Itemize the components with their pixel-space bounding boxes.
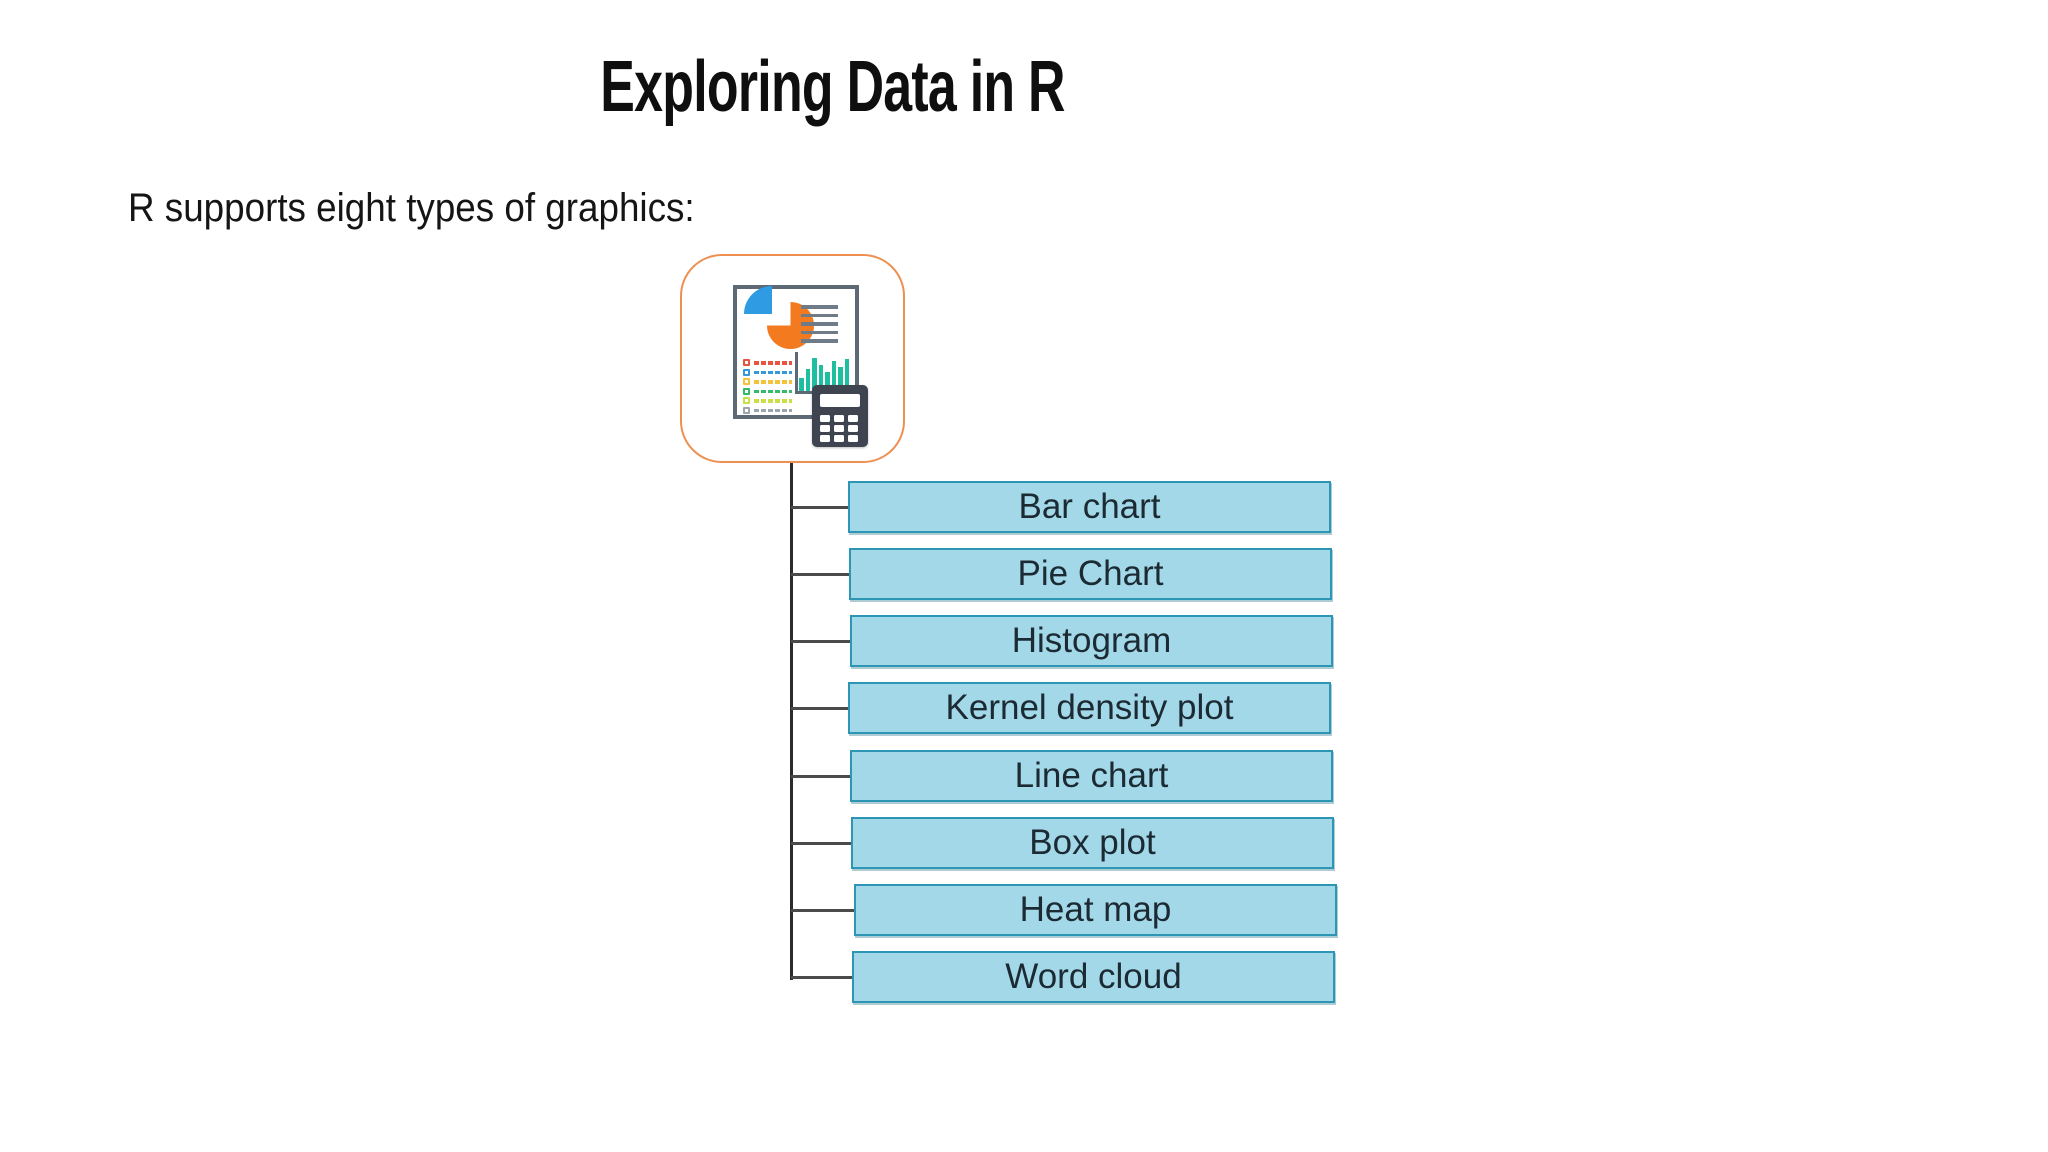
mini-bar (831, 361, 836, 391)
checkbox-icon (743, 378, 750, 385)
checkbox-icon (743, 387, 750, 395)
type-box-label: Pie Chart (1017, 554, 1164, 593)
calculator-button (820, 425, 830, 432)
mini-bar (805, 369, 810, 391)
branch-connector-line (791, 639, 852, 643)
calculator-button (820, 415, 830, 422)
branch-connector-line (791, 505, 850, 509)
mini-bar (799, 378, 804, 391)
dashed-text-line (754, 370, 792, 374)
mini-bar-chart-axis (795, 352, 798, 394)
type-box-heat-map: Heat map (854, 884, 1337, 936)
intro-text: R supports eight types of graphics: (128, 186, 695, 230)
title-container: Exploring Data in R (0, 47, 1666, 127)
mini-bar-chart-icon (799, 356, 851, 391)
branch-connector-line (791, 706, 850, 710)
checkbox-icon (743, 397, 750, 404)
type-box-label: Heat map (1019, 890, 1172, 929)
type-box-label: Box plot (1029, 823, 1156, 862)
type-box-label: Line chart (1014, 756, 1169, 795)
text-line (801, 330, 838, 334)
text-line (801, 322, 838, 326)
type-box-bar-chart: Bar chart (848, 481, 1331, 533)
page-title: Exploring Data in R (600, 47, 1066, 127)
type-box-kernel-density-plot: Kernel density plot (848, 682, 1331, 734)
mini-bar (818, 365, 823, 391)
calculator-button (834, 415, 844, 422)
checkbox-icon (743, 368, 750, 376)
calculator-button (848, 425, 858, 432)
type-box-word-cloud: Word cloud (852, 951, 1335, 1003)
mini-bar (838, 367, 843, 391)
branch-connector-line (791, 572, 851, 576)
data-report-calculator-icon (680, 254, 905, 463)
tree-trunk-line (790, 463, 793, 980)
type-box-line-chart: Line chart (850, 750, 1333, 802)
branch-connector-line (791, 908, 856, 912)
calculator-display (820, 394, 860, 407)
type-box-label: Word cloud (1005, 957, 1182, 996)
type-box-box-plot: Box plot (851, 817, 1334, 869)
calculator-button (820, 435, 830, 442)
text-line (801, 313, 838, 317)
mini-bar (812, 358, 817, 391)
checkbox-icon (743, 406, 750, 414)
type-box-label: Histogram (1011, 621, 1172, 660)
text-line (801, 305, 838, 309)
type-box-label: Kernel density plot (945, 688, 1234, 727)
type-box-pie-chart: Pie Chart (849, 548, 1332, 600)
branch-connector-line (791, 774, 852, 778)
mini-bar (825, 372, 830, 391)
calculator-button (848, 415, 858, 422)
text-line (801, 339, 838, 343)
calculator-button (834, 435, 844, 442)
branch-connector-line (791, 975, 854, 979)
dashed-text-line (754, 361, 792, 365)
branch-connector-line (791, 841, 853, 845)
dashed-text-line (754, 389, 792, 393)
dashed-text-line (754, 408, 792, 412)
calculator-button (848, 435, 858, 442)
calculator-button (834, 425, 844, 432)
checkbox-icon (743, 359, 750, 366)
mini-bar (844, 359, 849, 391)
type-box-histogram: Histogram (850, 615, 1333, 667)
calculator-icon (812, 385, 868, 447)
dashed-text-line (754, 380, 792, 384)
dashed-text-line (754, 399, 792, 403)
type-box-label: Bar chart (1018, 487, 1161, 526)
